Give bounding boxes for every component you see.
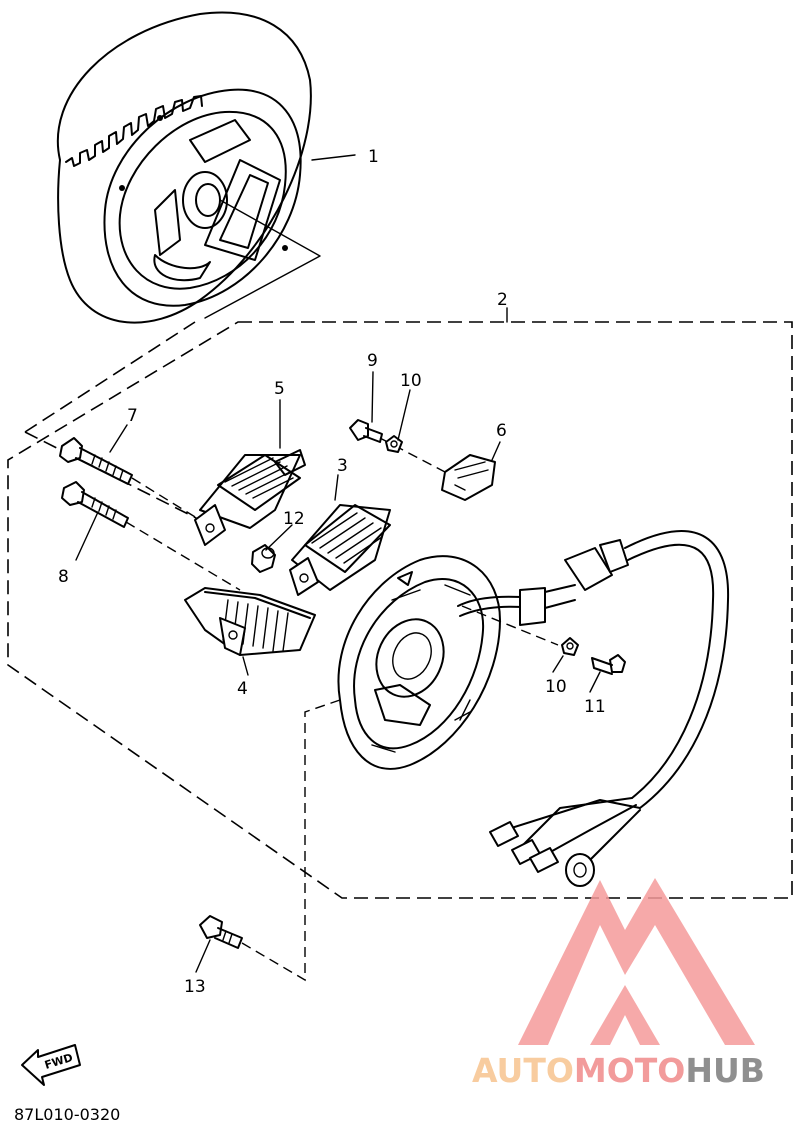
coil-3 (289, 504, 391, 596)
screw-9 (349, 419, 446, 473)
bolt-7 (59, 437, 201, 521)
label-5: 5 (274, 379, 285, 399)
part-labels: 1 2 3 4 5 6 7 8 9 10 10 11 12 13 (58, 147, 606, 997)
label-3: 3 (337, 456, 348, 476)
screw-13 (199, 699, 341, 982)
label-10a: 10 (400, 371, 422, 391)
coil-5 (194, 449, 306, 546)
stator-base-plate (337, 555, 501, 770)
label-9: 9 (367, 351, 378, 371)
svg-text:AUTOMOTOHUB: AUTOMOTOHUB (472, 1051, 765, 1090)
watermark-logo-icon (518, 878, 755, 1045)
bolt-8 (61, 481, 241, 591)
fwd-direction-arrow: FWD (21, 1044, 81, 1086)
label-11: 11 (584, 697, 606, 717)
label-7: 7 (127, 406, 138, 426)
label-1: 1 (368, 147, 379, 167)
collar-12 (251, 544, 276, 573)
label-2: 2 (497, 290, 508, 310)
label-13: 13 (184, 977, 206, 997)
flywheel-rotor (57, 11, 321, 324)
washer-guide-line (461, 605, 559, 646)
drawing-code: 87L010-0320 (14, 1105, 120, 1124)
watermark-moto: MOTO (574, 1051, 685, 1090)
label-6: 6 (496, 421, 507, 441)
screw-11 (591, 654, 626, 675)
pulser-coil-6 (441, 454, 496, 501)
wire-harness (457, 530, 730, 887)
label-8: 8 (58, 567, 69, 587)
coil-4 (184, 587, 316, 656)
label-10b: 10 (545, 677, 567, 697)
label-12: 12 (283, 509, 305, 529)
watermark-hub: HUB (685, 1051, 765, 1090)
watermark-auto: AUTO (472, 1051, 574, 1090)
washer-10a (385, 435, 403, 453)
label-4: 4 (237, 679, 248, 699)
automotohub-watermark: AUTOMOTOHUB (472, 878, 765, 1090)
leader-lines (75, 154, 601, 973)
washer-10b (561, 637, 579, 656)
